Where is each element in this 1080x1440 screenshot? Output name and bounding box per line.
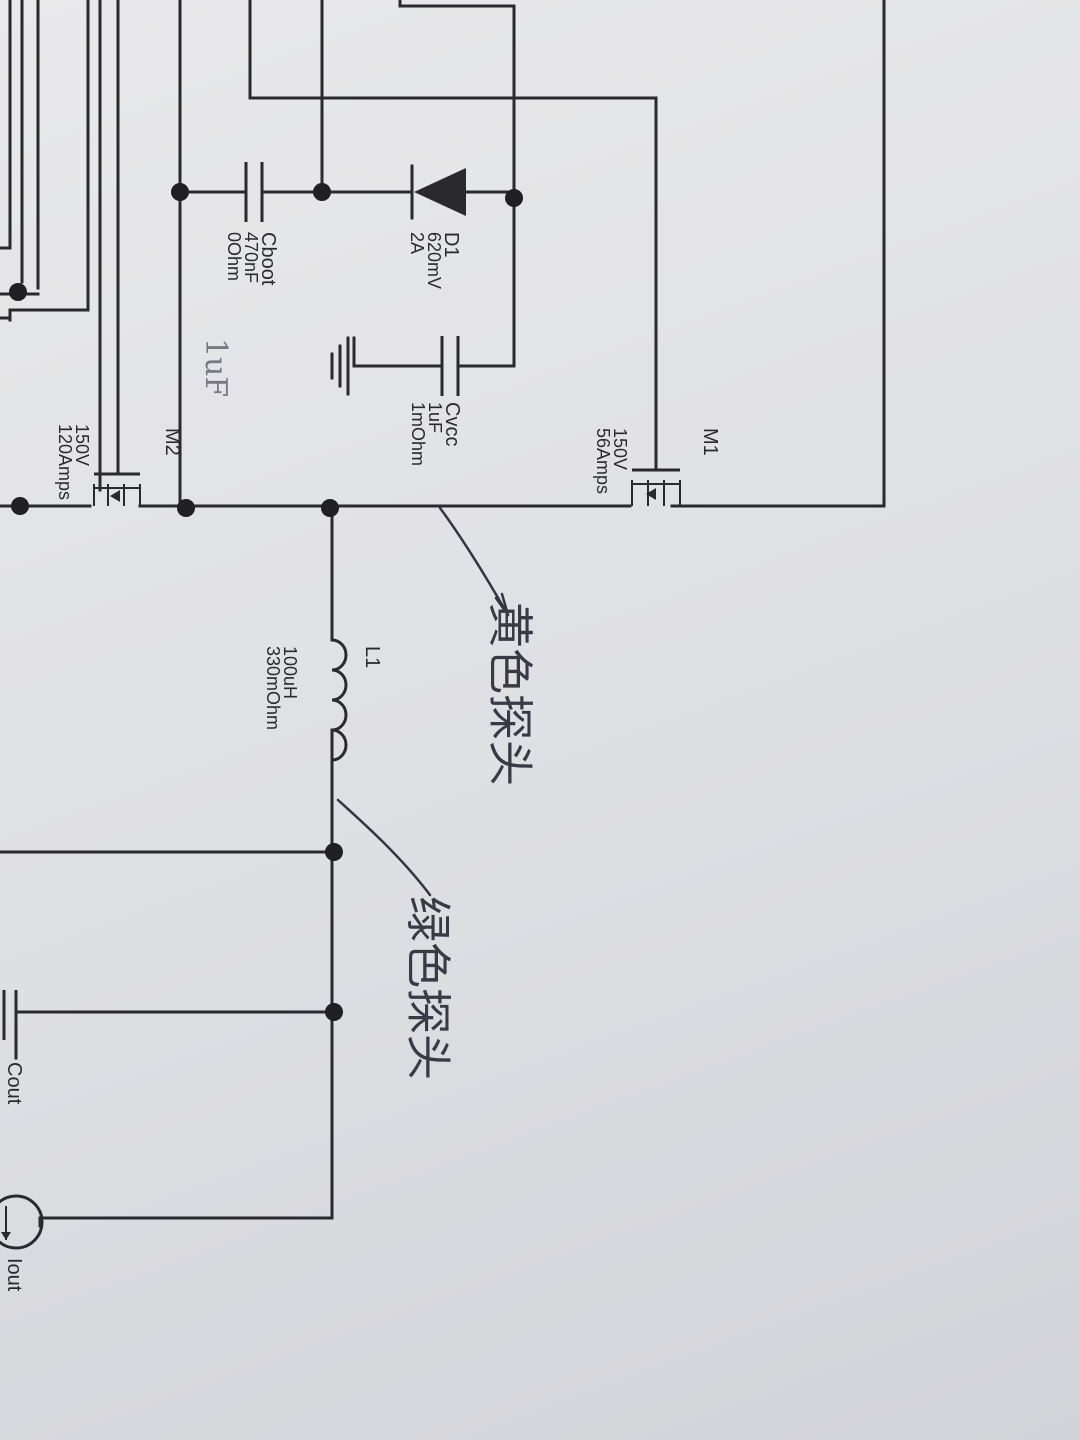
cboot-value-1: 470nF (241, 232, 261, 283)
output-wiring (0, 850, 334, 1228)
diode-d1 (320, 164, 516, 220)
cboot-note-text: 1uF (198, 338, 233, 397)
handwritten-note-output-node: 绿色探头 (401, 896, 455, 1080)
label-cout: Cout (3, 1062, 25, 1105)
label-iout: Iout (3, 1258, 25, 1292)
l1-value-2: 330mOhm (263, 646, 283, 730)
d1-value-2: 2A (407, 232, 427, 254)
top-wiring (178, 0, 886, 508)
d1-value-1: 620mV (424, 232, 444, 289)
l1-name: L1 (361, 646, 383, 668)
note-output-node-text: 绿色探头 (401, 896, 455, 1080)
cboot-capacitor (178, 162, 324, 222)
m2-value-2: 120Amps (55, 424, 75, 500)
left-bus-wires (0, 0, 120, 492)
probe-leader-lines (336, 506, 510, 897)
iout-name: Iout (3, 1258, 25, 1292)
d1-name: D1 (440, 232, 462, 258)
cvcc-capacitor (330, 336, 516, 396)
label-m1: M1 (699, 428, 721, 456)
handwritten-note-switch-node: 黄色探头 (483, 602, 537, 786)
inductor-l1 (330, 504, 348, 1220)
m1-value-2: 56Amps (593, 428, 613, 494)
handwritten-cboot-note: 1uF (198, 338, 233, 397)
cboot-value-2: 0Ohm (224, 232, 244, 281)
label-cboot: Cboot 470nF 0Ohm (224, 232, 279, 286)
label-l1: L1 (361, 646, 383, 668)
label-d1: D1 620mV 2A (407, 232, 462, 289)
label-m1-ratings: 150V 56Amps (593, 428, 630, 494)
label-l1-ratings: 100uH 330mOhm (263, 646, 300, 730)
l1-value-1: 100uH (280, 646, 300, 699)
label-cvcc: Cvcc 1uF 1mOhm (408, 402, 463, 466)
iout-source (0, 1194, 44, 1250)
mosfet-m2 (93, 468, 141, 506)
cout-capacitor (2, 990, 18, 1040)
note-switch-node-text: 黄色探头 (483, 602, 537, 786)
cboot-name: Cboot (257, 232, 279, 286)
mosfet-m1 (631, 458, 681, 506)
cvcc-name: Cvcc (441, 402, 463, 446)
label-m2: M2 (161, 428, 183, 456)
m2-value-1: 150V (72, 424, 92, 466)
cout-name: Cout (3, 1062, 25, 1105)
junction-dots (9, 183, 523, 1021)
m1-value-1: 150V (610, 428, 630, 470)
cvcc-value-2: 1mOhm (408, 402, 428, 466)
m2-name: M2 (161, 428, 183, 456)
label-m2-ratings: 150V 120Amps (55, 424, 92, 500)
cvcc-value-1: 1uF (425, 402, 445, 433)
m1-name: M1 (699, 428, 721, 456)
